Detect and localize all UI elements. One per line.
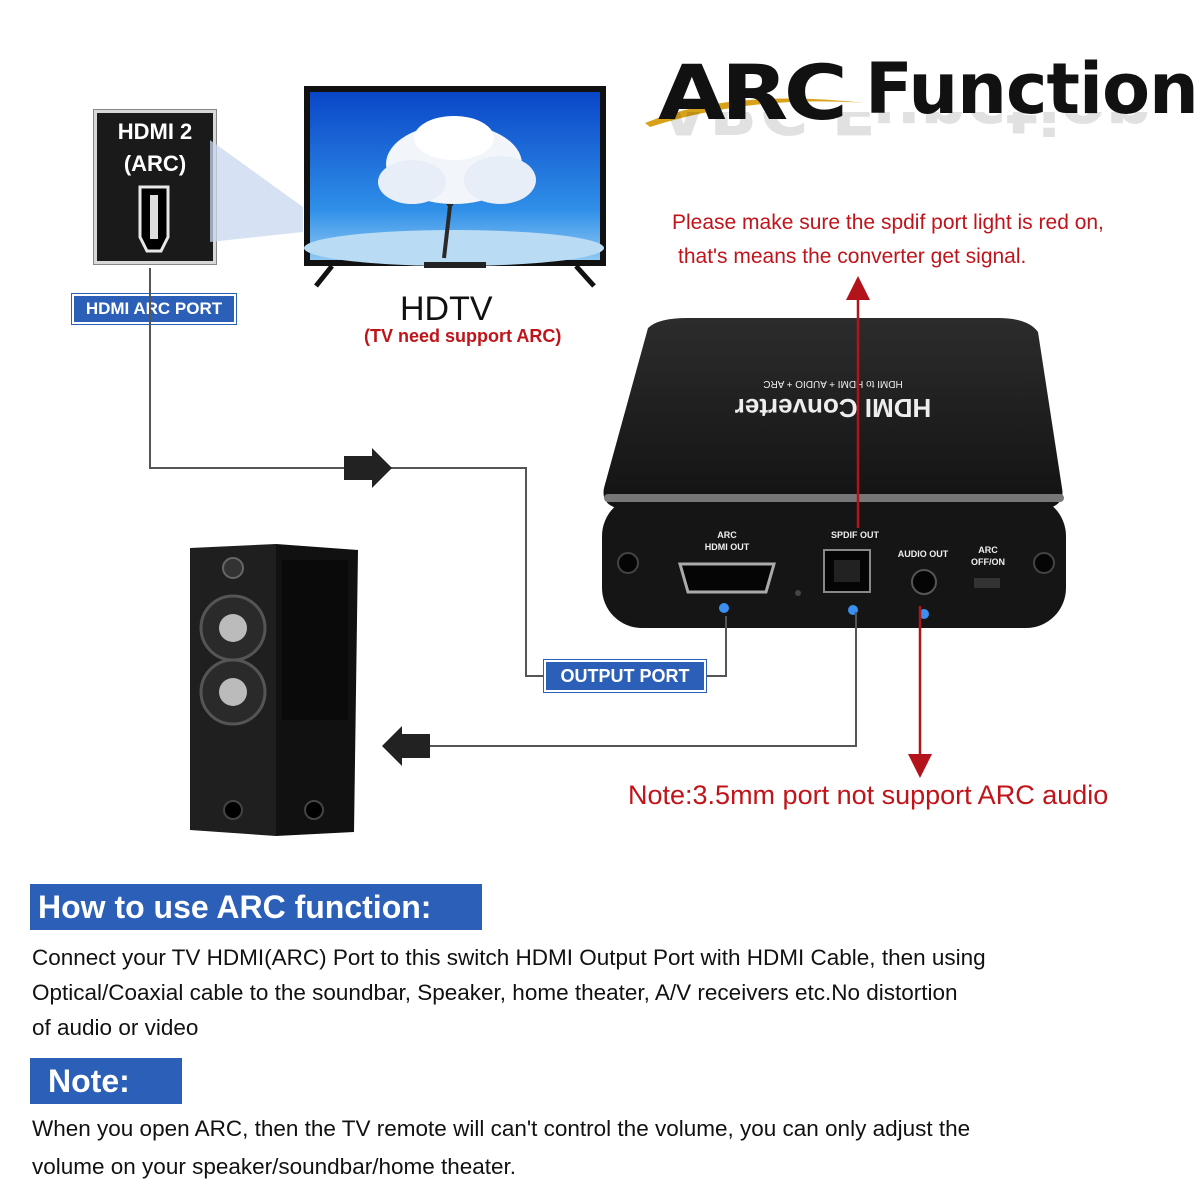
hdtv-label: HDTV — [400, 290, 493, 328]
title-arc-text: ARC — [658, 48, 848, 137]
hdtv-arc-requirement: (TV need support ARC) — [364, 326, 562, 346]
diagram-title: ARC Function ARC Function — [640, 28, 1199, 142]
howto-heading: How to use ARC function: — [30, 884, 482, 930]
down-arrow-icon — [908, 754, 932, 778]
up-arrow-icon — [846, 276, 870, 300]
left-arrow-icon — [382, 726, 430, 766]
hdmi-port-icon — [138, 185, 170, 253]
hdtv-image — [304, 86, 606, 288]
port-caption-switch-2: OFF/ON — [971, 557, 1005, 567]
spdif-to-speaker-line — [430, 612, 857, 747]
audio-out-note: Note:3.5mm port not support ARC audio — [628, 780, 1109, 810]
port-caption-audio-out: AUDIO OUT — [897, 549, 949, 559]
spdif-note-line2: that's means the converter get signal. — [678, 245, 1027, 268]
hdmi-converter-device — [602, 318, 1066, 628]
note-line-1: When you open ARC, then the TV remote wi… — [32, 1116, 971, 1141]
howto-line-1: Connect your TV HDMI(ARC) Port to this s… — [32, 945, 986, 970]
spdif-note-line1: Please make sure the spdif port light is… — [672, 211, 1104, 234]
note-body: When you open ARC, then the TV remote wi… — [32, 1110, 1182, 1186]
tv-hdmi-arc-port-callout: HDMI 2 (ARC) — [94, 110, 216, 264]
port-caption-arc: ARC — [717, 530, 737, 540]
port-caption-hdmi-out: HDMI OUT — [704, 542, 750, 552]
speaker-image — [190, 544, 358, 836]
note-heading: Note: — [30, 1058, 182, 1104]
arc-port-to-output-line — [149, 268, 546, 677]
howto-line-2: Optical/Coaxial cable to the soundbar, S… — [32, 980, 958, 1005]
port-label-line2: (ARC) — [123, 151, 187, 176]
right-arrow-icon — [344, 448, 392, 488]
port-label-line1: HDMI 2 — [117, 119, 193, 144]
howto-body: Connect your TV HDMI(ARC) Port to this s… — [32, 940, 1182, 1045]
title-function-text: Function — [865, 48, 1199, 130]
zoom-projection — [210, 140, 303, 242]
port-caption-switch-1: ARC — [978, 545, 998, 555]
output-port-link-line — [704, 616, 727, 677]
hdmi-arc-port-tag: HDMI ARC PORT — [72, 294, 236, 324]
howto-line-3: of audio or video — [32, 1015, 199, 1040]
connection-lines — [149, 268, 932, 778]
note-line-2: volume on your speaker/soundbar/home the… — [32, 1154, 517, 1179]
spdif-light-note: Please make sure the spdif port light is… — [672, 206, 1104, 274]
port-caption-spdif-out: SPDIF OUT — [830, 530, 879, 540]
gold-swoosh-icon — [645, 98, 865, 127]
output-port-tag: OUTPUT PORT — [544, 660, 706, 692]
